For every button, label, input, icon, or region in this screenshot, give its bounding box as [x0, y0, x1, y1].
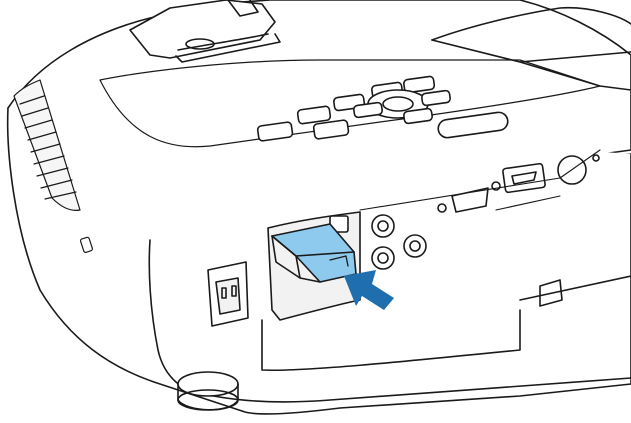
audio-jack-icon [371, 246, 395, 270]
panel-button [403, 107, 433, 125]
panel-button [296, 105, 332, 125]
audio-jack-icon [403, 234, 427, 258]
power-inlet-icon [207, 261, 249, 327]
panel-button [437, 111, 509, 139]
projector-body [6, 0, 631, 415]
top-cover [431, 6, 631, 91]
lower-cover [261, 275, 631, 372]
navigation-center [382, 96, 414, 112]
lens-area [129, 0, 281, 63]
ports [329, 149, 601, 270]
control-panel [99, 59, 601, 148]
audio-jack-icon [371, 214, 395, 238]
panel-button [256, 121, 294, 142]
panel-button [353, 101, 383, 119]
panel-button [421, 89, 451, 107]
hdmi-port-icon [502, 162, 546, 194]
projector-foot [177, 371, 239, 411]
panel-button [312, 119, 350, 140]
insert-arrow-icon [344, 270, 394, 310]
side-vents [13, 79, 93, 253]
panel-button [403, 75, 436, 94]
